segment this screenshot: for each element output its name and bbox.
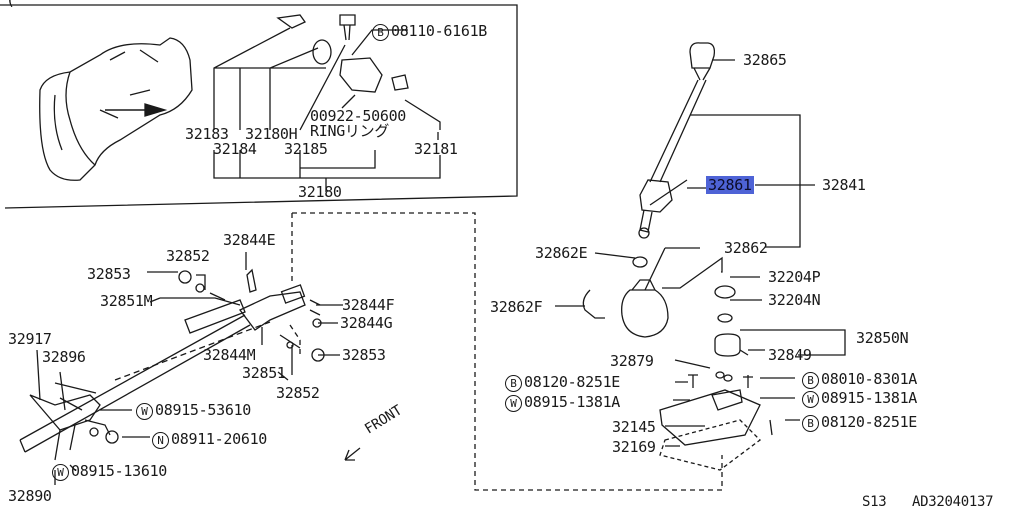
washer-prefix-badge: W <box>505 395 522 412</box>
bolt-part <box>391 74 409 91</box>
bracket-part <box>276 14 306 29</box>
shift-lever <box>649 79 707 183</box>
header-note: ( <box>6 0 15 9</box>
part-label-32844g: 32844G <box>340 314 393 332</box>
part-number: 08915-53610 <box>155 401 252 419</box>
rod-tube <box>184 299 246 334</box>
shift-rod <box>19 314 251 453</box>
washer-prefix-badge: W <box>52 464 69 481</box>
part-label-32169: 32169 <box>612 438 656 456</box>
part-label-32851m: 32851M <box>100 292 153 310</box>
part-label-32861: 32861 <box>706 176 754 194</box>
part-label-32896: 32896 <box>42 348 86 366</box>
footer-code: AD32040137 <box>912 494 994 510</box>
part-label-32145: 32145 <box>612 418 656 436</box>
part-label-32851: 32851 <box>242 364 286 382</box>
bolt-prefix-badge: B <box>372 24 389 41</box>
part-label-32917: 32917 <box>8 330 52 348</box>
housing-part <box>339 57 383 93</box>
part-label-32850n: 32850N <box>856 329 909 347</box>
shift-knob <box>689 42 716 69</box>
part-label-32853b: 32853 <box>342 346 386 364</box>
bolt-prefix-badge: B <box>802 372 819 389</box>
washer-prefix-badge: W <box>136 403 153 420</box>
part-label-32879: 32879 <box>610 352 654 370</box>
part-label-32890: 32890 <box>8 487 52 505</box>
transmission-drawing <box>39 37 193 181</box>
base-plate <box>659 389 761 446</box>
part-label-32184: 32184 <box>213 140 257 158</box>
part-label-32862: 32862 <box>724 239 768 257</box>
part-label-32185: 32185 <box>284 140 328 158</box>
switch-part <box>339 14 356 41</box>
dashed-frame <box>292 212 723 491</box>
shift-boot <box>621 289 669 338</box>
part-label-32844e: 32844E <box>223 231 276 249</box>
part-number: 08120-8251E <box>524 373 621 391</box>
inset-frame <box>0 4 518 209</box>
part-label-32852a: 32852 <box>166 247 210 265</box>
part-label-32180: 32180 <box>298 183 342 201</box>
part-label-32849: 32849 <box>768 346 812 364</box>
washer-prefix-badge: W <box>802 391 819 408</box>
part-label-32862f: 32862F <box>490 298 543 316</box>
part-number: 08010-8301A <box>821 370 918 388</box>
part-label-32183: 32183 <box>185 125 229 143</box>
part-number: 08120-8251E <box>821 413 918 431</box>
part-label-32844m: 32844M <box>203 346 256 364</box>
footer-model: S13 <box>862 494 887 510</box>
part-label-32852b: 32852 <box>276 384 320 402</box>
gasket-part <box>312 39 332 65</box>
part-label-32853a: 32853 <box>87 265 131 283</box>
part-label-32865: 32865 <box>743 51 787 69</box>
nut-prefix-badge: N <box>152 432 169 449</box>
part-label-ring: RINGリング <box>310 122 390 140</box>
part-label-32862e: 32862E <box>535 244 588 262</box>
bolt-prefix-badge: B <box>505 375 522 392</box>
part-number: 08911-20610 <box>171 430 268 448</box>
highlighted-part: 32861 <box>706 176 754 194</box>
part-number: 08915-1381A <box>821 389 918 407</box>
part-label-32204p: 32204P <box>768 268 821 286</box>
bolt-prefix-badge: B <box>802 415 819 432</box>
part-label-32181: 32181 <box>414 140 458 158</box>
part-label-32841: 32841 <box>822 176 866 194</box>
part-number: 08915-13610 <box>71 462 168 480</box>
part-number: 08110-6161B <box>391 22 488 40</box>
part-label-32180h: 32180H <box>245 125 298 143</box>
part-label-32844f: 32844F <box>342 296 395 314</box>
part-number: 08915-1381A <box>524 393 621 411</box>
part-label-00922: 00922-50600 <box>310 107 407 125</box>
part-label-32204n: 32204N <box>768 291 821 309</box>
